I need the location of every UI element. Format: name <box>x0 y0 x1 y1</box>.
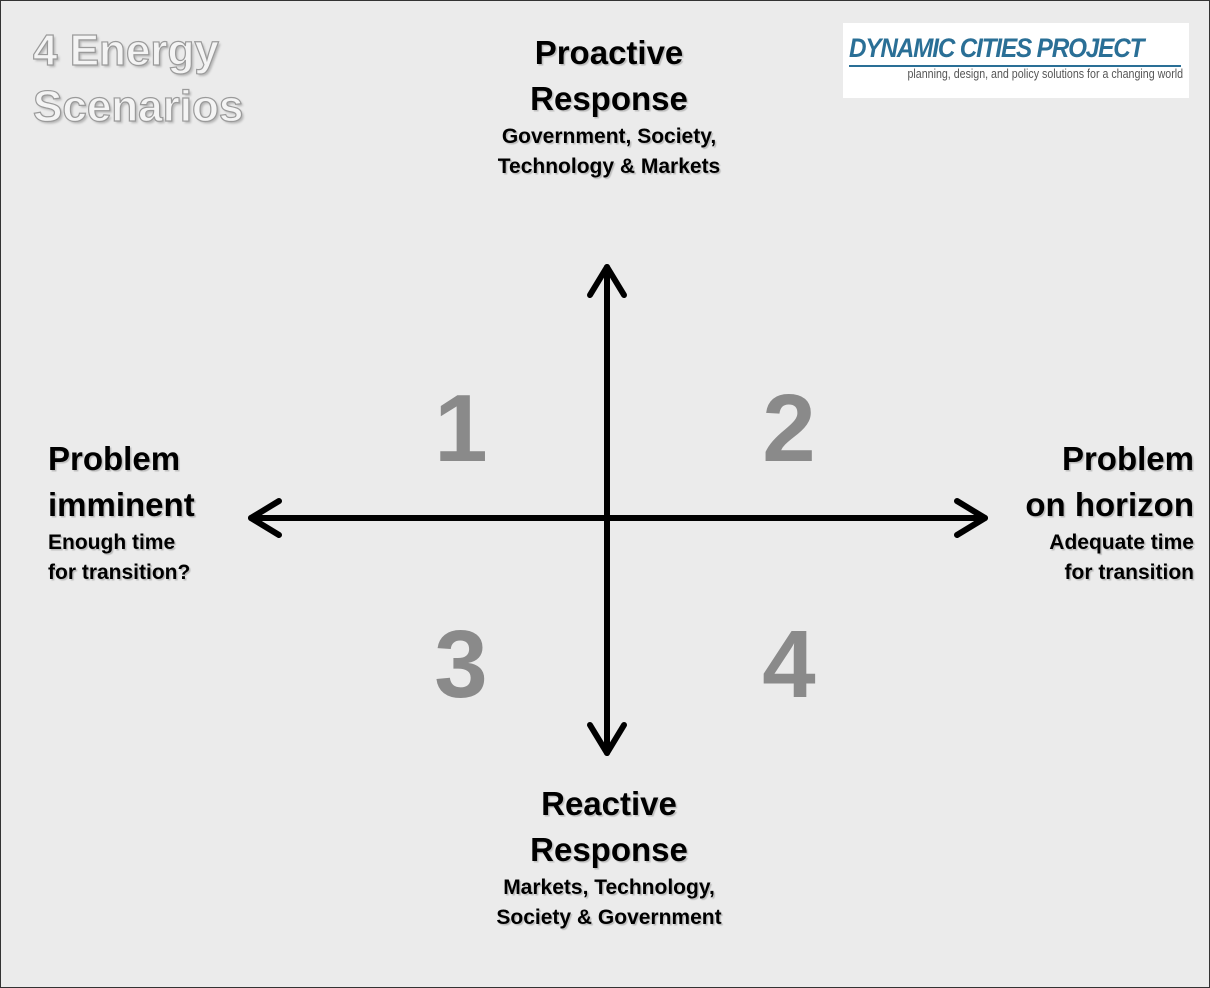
right-heading-line-1: Problem <box>1061 440 1194 477</box>
slide-title-line-2: Scenarios <box>32 81 244 131</box>
left-detail-line-1: Enough time <box>48 531 176 554</box>
arrow-left-icon <box>248 498 282 538</box>
dynamic-cities-project-logo: DYNAMIC CITIES PROJECT planning, design,… <box>843 23 1189 98</box>
quadrant-2-number: 2 <box>762 375 816 482</box>
left-detail-line-2: for transition? <box>48 561 191 584</box>
quadrant-4-number: 4 <box>762 611 816 718</box>
proactive-response-label: Proactive Response Government, Society, … <box>409 30 809 182</box>
quadrant-3-number: 3 <box>434 611 488 718</box>
right-heading-line-2: on horizon <box>1025 486 1194 523</box>
left-heading-line-1: Problem <box>48 440 181 477</box>
logo-rule <box>849 65 1181 67</box>
arrow-down-icon <box>587 722 627 756</box>
left-heading-line-2: imminent <box>48 486 195 523</box>
logo-tagline: planning, design, and policy solutions f… <box>907 66 1183 81</box>
bottom-detail-line-2: Society & Government <box>496 906 722 929</box>
logo-name: DYNAMIC CITIES PROJECT <box>849 33 1144 63</box>
reactive-response-label: Reactive Response Markets, Technology, S… <box>409 781 809 933</box>
right-detail-line-2: for transition <box>1064 561 1195 584</box>
bottom-heading-line-1: Reactive <box>541 785 677 822</box>
quadrant-1-number: 1 <box>434 375 488 482</box>
problem-on-horizon-label: Problem on horizon Adequate time for tra… <box>861 436 1194 588</box>
slide-title-line-1: 4 Energy <box>32 25 219 75</box>
top-heading-line-2: Response <box>530 80 688 117</box>
arrow-up-icon <box>587 264 627 298</box>
slide-title: 4 Energy Scenarios <box>32 23 244 135</box>
top-heading-line-1: Proactive <box>534 34 684 71</box>
top-detail-line-2: Technology & Markets <box>497 155 721 178</box>
arrow-right-icon <box>954 498 988 538</box>
top-detail-line-1: Government, Society, <box>501 125 717 148</box>
bottom-detail-line-1: Markets, Technology, <box>503 876 715 899</box>
problem-imminent-label: Problem imminent Enough time for transit… <box>48 436 348 588</box>
bottom-heading-line-2: Response <box>530 831 688 868</box>
right-detail-line-1: Adequate time <box>1049 531 1194 554</box>
